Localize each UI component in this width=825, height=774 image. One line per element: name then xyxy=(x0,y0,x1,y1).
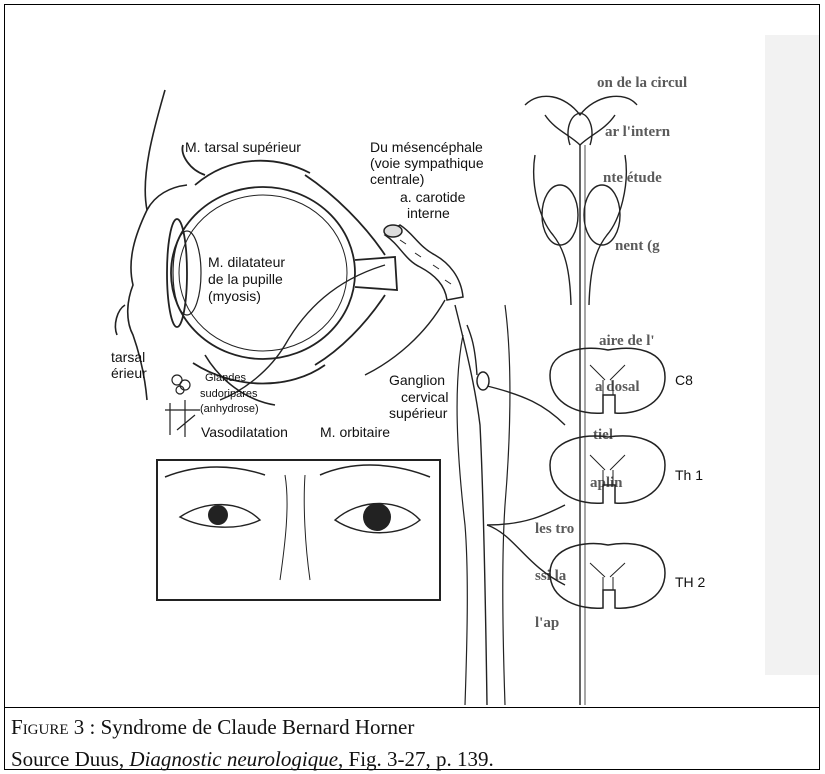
label-ganglion-2: cervical xyxy=(401,389,448,405)
label-mesencephale-2: (voie sympathique xyxy=(370,155,484,171)
label-dilatateur-3: (myosis) xyxy=(208,288,261,304)
eyes-inset-box xyxy=(157,460,440,600)
label-glandes-3: (anhydrose) xyxy=(200,403,259,415)
caption-divider xyxy=(5,707,819,708)
caption-source-rest: , Fig. 3-27, p. 139. xyxy=(338,747,494,771)
label-mesencephale-1: Du mésencéphale xyxy=(370,139,483,155)
caption-source-title: Diagnostic neurologique xyxy=(129,747,338,771)
label-orbitaire: M. orbitaire xyxy=(320,424,390,440)
caption-source-prefix: Source Duus, xyxy=(11,747,129,771)
bg-text-line: nent (g xyxy=(615,238,660,254)
figure-caption: FIGURE 3 : Syndrome de Claude Bernard Ho… xyxy=(11,713,811,774)
caption-source-line: Source Duus, Diagnostic neurologique, Fi… xyxy=(11,745,811,774)
label-th1: Th 1 xyxy=(675,467,703,483)
label-tarsal-superieur: M. tarsal supérieur xyxy=(185,139,301,155)
bg-text-line: nte étude xyxy=(603,170,662,186)
label-glandes-2: sudoripares xyxy=(200,388,258,400)
figure-illustration: on de la circul ar l'intern nte étude ne… xyxy=(5,5,819,707)
label-tarsal-inferieur-2: érieur xyxy=(111,365,147,381)
label-th2: TH 2 xyxy=(675,574,706,590)
segment-th1 xyxy=(550,436,665,503)
horner-diagram: on de la circul ar l'intern nte étude ne… xyxy=(5,5,819,707)
label-tarsal-inferieur-1: tarsal xyxy=(111,349,145,365)
bg-text-line: aplin xyxy=(590,475,623,491)
caption-figure-smallcaps: IGURE xyxy=(23,722,69,738)
caption-title-line: FIGURE 3 : Syndrome de Claude Bernard Ho… xyxy=(11,713,811,745)
ganglion-shape xyxy=(477,372,489,390)
label-carotide-2: interne xyxy=(407,205,450,221)
label-dilatateur-2: de la pupille xyxy=(208,271,283,287)
label-glandes-1: Glandes xyxy=(205,372,246,384)
brainstem-diagram xyxy=(525,96,637,705)
label-dilatateur-1: M. dilatateur xyxy=(208,254,285,270)
bg-text-line: a dosal xyxy=(595,379,640,395)
caption-figure-initial: F xyxy=(11,715,23,739)
bg-text-line: on de la circul xyxy=(597,75,687,91)
label-ganglion-1: Ganglion xyxy=(389,372,445,388)
caption-title: 3 : Syndrome de Claude Bernard Horner xyxy=(69,715,415,739)
label-vasodilatation: Vasodilatation xyxy=(201,424,288,440)
label-mesencephale-3: centrale) xyxy=(370,171,424,187)
bg-text-line: tiel xyxy=(593,427,613,443)
bg-text-line: aire de l' xyxy=(599,333,655,349)
sweat-gland-drawing xyxy=(165,375,200,437)
bg-text-line: ar l'intern xyxy=(605,124,671,140)
label-ganglion-3: supérieur xyxy=(389,405,448,421)
figure-frame: on de la circul ar l'intern nte étude ne… xyxy=(4,4,820,770)
bg-text-line: les tro xyxy=(535,521,574,537)
label-c8: C8 xyxy=(675,372,693,388)
segment-th2 xyxy=(550,543,665,608)
bg-text-line: l'ap xyxy=(535,615,559,631)
label-carotide-1: a. carotide xyxy=(400,189,466,205)
